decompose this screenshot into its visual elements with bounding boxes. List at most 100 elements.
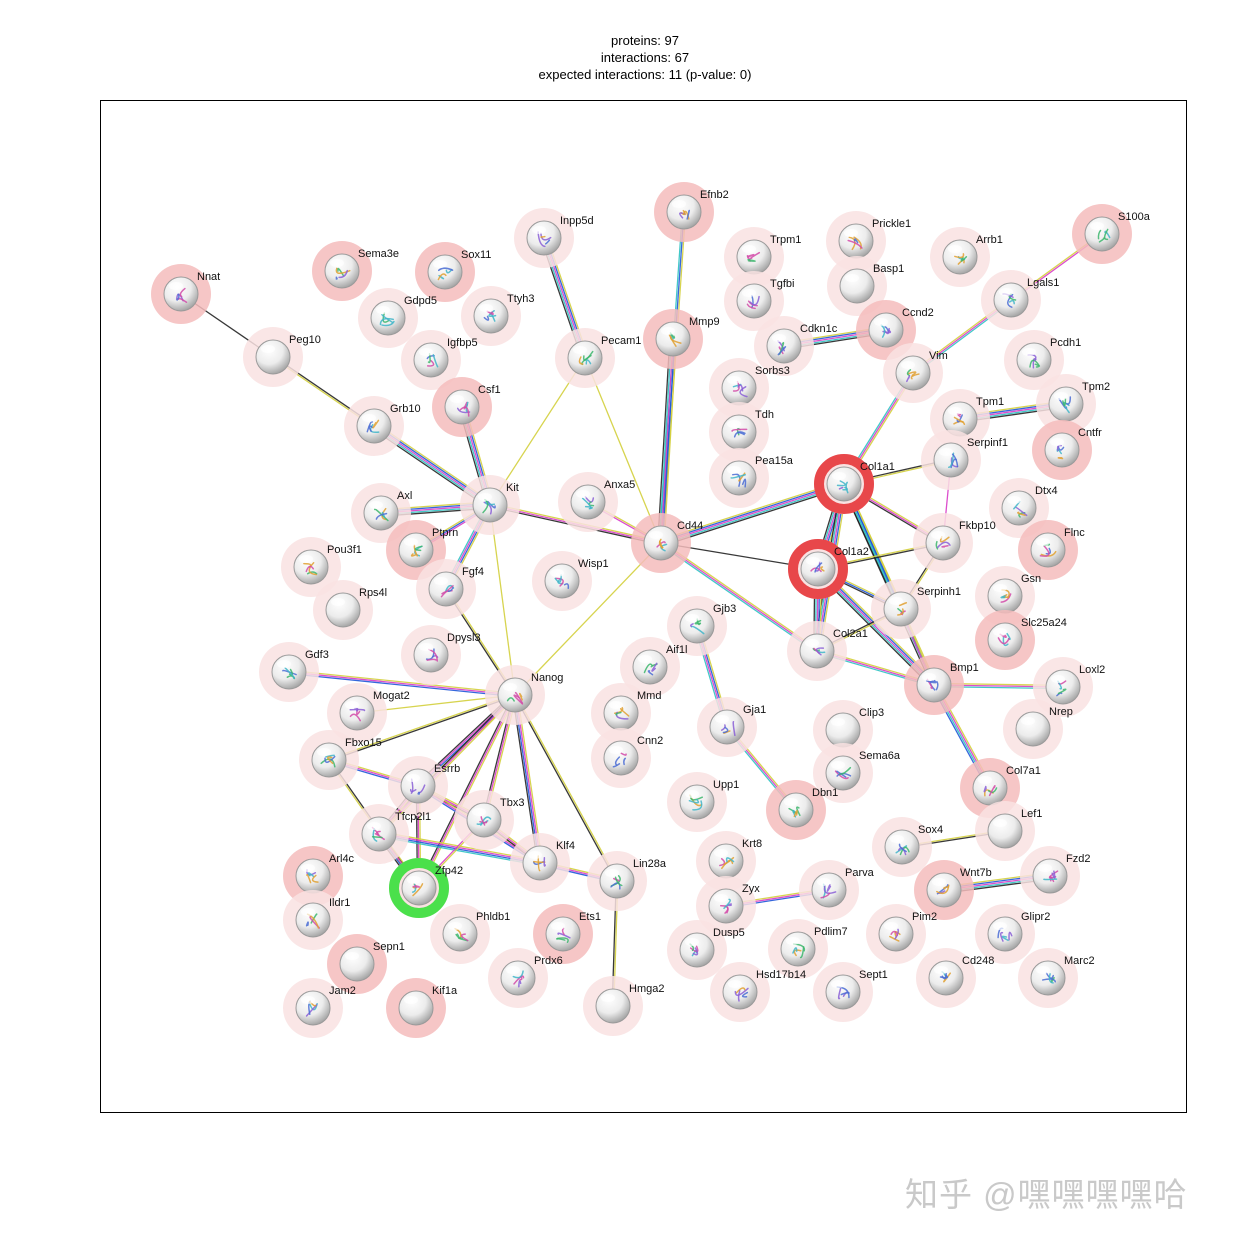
edge-Nanog-Lin28a[interactable] <box>513 694 619 882</box>
node-Ttyh3[interactable]: Ttyh3 <box>461 286 535 346</box>
node-Pou3f1[interactable]: Pou3f1 <box>281 537 362 597</box>
node-Trpm1[interactable]: Trpm1 <box>724 227 801 287</box>
node-Kit[interactable]: Kit <box>460 475 520 535</box>
node-Cnn2[interactable]: Cnn2 <box>591 728 663 788</box>
node-Dpysl3[interactable]: Dpysl3 <box>401 625 481 685</box>
node-Pcdh1[interactable]: Pcdh1 <box>1004 330 1081 390</box>
node-Tgfbi[interactable]: Tgfbi <box>724 271 794 331</box>
node-Zfp42[interactable]: Zfp42 <box>389 858 463 918</box>
node-Mmp9[interactable]: Mmp9 <box>643 309 720 369</box>
node-Nrep[interactable]: Nrep <box>1003 699 1073 759</box>
node-Igfbp5[interactable]: Igfbp5 <box>401 330 478 390</box>
node-Marc2[interactable]: Marc2 <box>1018 948 1095 1008</box>
node-Cd44[interactable]: Cd44 <box>631 513 703 573</box>
node-Basp1[interactable]: Basp1 <box>827 256 904 316</box>
edge-Cd44-Nanog[interactable] <box>514 542 662 696</box>
node-S100a[interactable]: S100a <box>1072 204 1151 264</box>
node-Jam2[interactable]: Jam2 <box>283 978 356 1038</box>
node-Lef1[interactable]: Lef1 <box>975 801 1042 861</box>
node-Fgf4[interactable]: Fgf4 <box>416 559 484 619</box>
node-Sepn1[interactable]: Sepn1 <box>327 934 405 994</box>
node-Bmp1[interactable]: Bmp1 <box>904 655 979 715</box>
node-Tfcp2l1[interactable]: Tfcp2l1 <box>349 804 431 864</box>
node-Col1a1[interactable]: Col1a1 <box>814 454 895 514</box>
node-Wnt7b[interactable]: Wnt7b <box>914 860 992 920</box>
node-Fzd2[interactable]: Fzd2 <box>1020 846 1090 906</box>
node-Pim2[interactable]: Pim2 <box>866 904 937 964</box>
node-Anxa5[interactable]: Anxa5 <box>558 472 635 532</box>
node-Prickle1[interactable]: Prickle1 <box>826 211 911 271</box>
edge-Gdf3-Nanog[interactable] <box>288 669 516 698</box>
node-Aif1l[interactable]: Aif1l <box>620 637 687 697</box>
node-Ccnd2[interactable]: Ccnd2 <box>856 300 934 360</box>
edge-Nanog-Zfp42[interactable] <box>416 693 518 890</box>
node-Parva[interactable]: Parva <box>799 860 875 920</box>
node-Serpinh1[interactable]: Serpinh1 <box>871 579 961 639</box>
node-Fkbp10[interactable]: Fkbp10 <box>913 513 996 573</box>
node-Tbx3[interactable]: Tbx3 <box>454 790 524 850</box>
node-Nnat[interactable]: Nnat <box>151 264 220 324</box>
node-Krt8[interactable]: Krt8 <box>696 831 762 891</box>
node-Inpp5d[interactable]: Inpp5d <box>514 208 594 268</box>
node-Grb10[interactable]: Grb10 <box>344 396 421 456</box>
node-Pdlim7[interactable]: Pdlim7 <box>768 919 848 979</box>
node-Col2a1[interactable]: Col2a1 <box>787 621 868 681</box>
node-Phldb1[interactable]: Phldb1 <box>430 904 510 964</box>
edge-Cd44-Col1a1[interactable] <box>659 480 846 547</box>
node-Csf1[interactable]: Csf1 <box>432 377 501 437</box>
node-Cd248[interactable]: Cd248 <box>916 948 994 1008</box>
node-Prdx6[interactable]: Prdx6 <box>488 948 563 1008</box>
node-Zyx[interactable]: Zyx <box>696 876 760 936</box>
node-Gjb3[interactable]: Gjb3 <box>667 596 736 656</box>
node-Tpm2[interactable]: Tpm2 <box>1036 374 1110 434</box>
node-Glipr2[interactable]: Glipr2 <box>975 904 1050 964</box>
node-Loxl2[interactable]: Loxl2 <box>1033 657 1105 717</box>
node-Gdpd5[interactable]: Gdpd5 <box>358 288 437 348</box>
edge-Kit-Nanog[interactable] <box>489 504 516 696</box>
node-Hmga2[interactable]: Hmga2 <box>583 976 664 1036</box>
edge-Mmp9-Cd44[interactable] <box>657 338 677 544</box>
node-Esrrb[interactable]: Esrrb <box>388 756 460 816</box>
node-Sox11[interactable]: Sox11 <box>415 242 491 302</box>
node-Efnb2[interactable]: Efnb2 <box>654 182 729 242</box>
node-Nanog[interactable]: Nanog <box>485 665 563 725</box>
node-Mmd[interactable]: Mmd <box>591 683 661 743</box>
node-Lin28a[interactable]: Lin28a <box>587 851 667 911</box>
node-Arl4c[interactable]: Arl4c <box>283 846 355 906</box>
node-Pea15a[interactable]: Pea15a <box>709 448 794 508</box>
node-Tdh[interactable]: Tdh <box>709 402 774 462</box>
node-Klf4[interactable]: Klf4 <box>510 833 575 893</box>
node-Col1a2[interactable]: Col1a2 <box>788 539 869 599</box>
node-Lgals1[interactable]: Lgals1 <box>981 270 1059 330</box>
edge-Cd44-Col2a1[interactable] <box>659 541 819 653</box>
node-Rps4l[interactable]: Rps4l <box>313 580 387 640</box>
node-Ets1[interactable]: Ets1 <box>533 904 601 964</box>
node-Hsd17b14[interactable]: Hsd17b14 <box>710 962 806 1022</box>
node-Gja1[interactable]: Gja1 <box>697 697 766 757</box>
node-Dbn1[interactable]: Dbn1 <box>766 780 838 840</box>
node-Sept1[interactable]: Sept1 <box>813 962 888 1022</box>
node-Flnc[interactable]: Flnc <box>1018 520 1085 580</box>
node-Clip3[interactable]: Clip3 <box>813 700 884 760</box>
node-Serpinf1[interactable]: Serpinf1 <box>921 430 1008 490</box>
node-Wisp1[interactable]: Wisp1 <box>532 551 609 611</box>
edge-Pecam1-Cd44[interactable] <box>584 357 662 544</box>
node-Sema3e[interactable]: Sema3e <box>312 241 399 301</box>
node-Arrb1[interactable]: Arrb1 <box>930 227 1003 287</box>
node-Slc25a24[interactable]: Slc25a24 <box>975 610 1067 670</box>
node-Fbxo15[interactable]: Fbxo15 <box>299 730 382 790</box>
node-Cdkn1c[interactable]: Cdkn1c <box>754 316 838 376</box>
node-Mogat2[interactable]: Mogat2 <box>327 683 410 743</box>
node-Sorbs3[interactable]: Sorbs3 <box>709 358 790 418</box>
node-Gdf3[interactable]: Gdf3 <box>259 642 329 702</box>
node-Cntfr[interactable]: Cntfr <box>1032 420 1102 480</box>
node-Vim[interactable]: Vim <box>883 343 948 403</box>
node-Sox4[interactable]: Sox4 <box>872 817 943 877</box>
node-Pecam1[interactable]: Pecam1 <box>555 328 641 388</box>
node-Dtx4[interactable]: Dtx4 <box>989 478 1058 538</box>
node-Peg10[interactable]: Peg10 <box>243 327 321 387</box>
node-Ildr1[interactable]: Ildr1 <box>283 890 350 950</box>
edge-Fbxo15-Nanog[interactable] <box>328 693 516 762</box>
node-Gsn[interactable]: Gsn <box>975 566 1041 626</box>
